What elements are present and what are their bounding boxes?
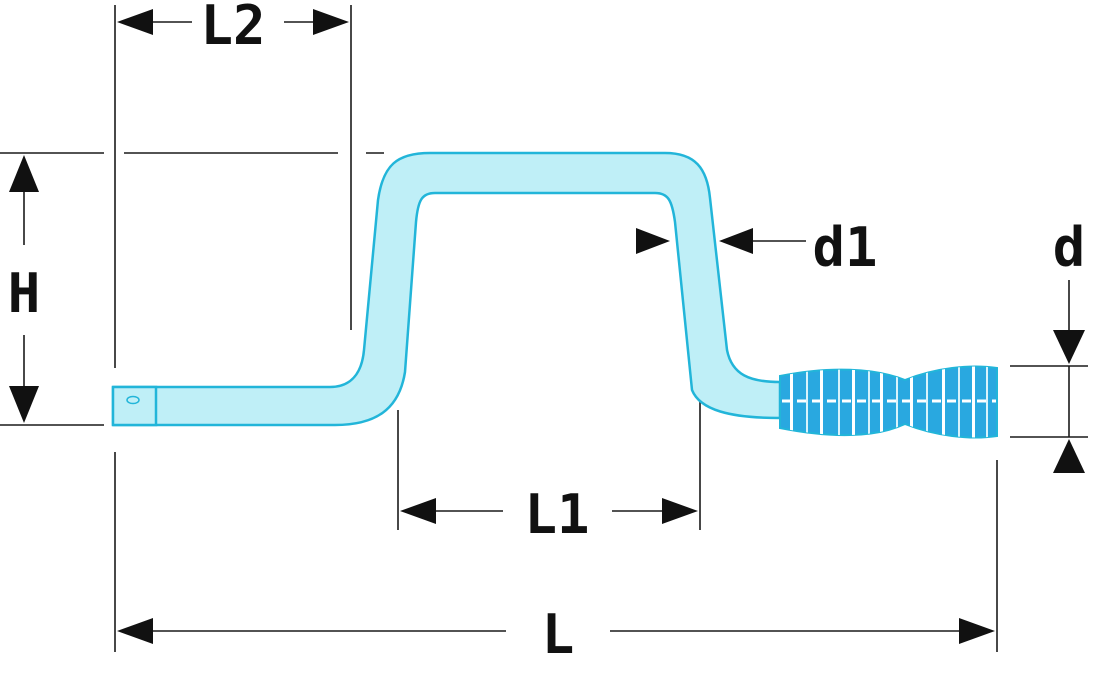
- handle-ribs: [782, 366, 996, 438]
- arrow-left-icon: [400, 498, 436, 524]
- handle-rib: [942, 366, 945, 438]
- arrow-left-icon: [719, 228, 753, 254]
- arrow-right-icon: [959, 618, 995, 644]
- arrow-up-icon: [1053, 439, 1085, 473]
- handle-rib: [868, 366, 870, 438]
- handle-rib: [986, 366, 988, 438]
- handle-rib: [806, 366, 808, 438]
- handle-rib: [910, 366, 913, 438]
- grip-handle: [779, 365, 998, 439]
- offset-crank-rod: [111, 151, 782, 427]
- dimension-d1: d1: [636, 216, 878, 279]
- handle-rib: [958, 366, 960, 438]
- arrow-right-icon: [636, 228, 670, 254]
- label-l: L: [542, 603, 575, 666]
- handle-rib: [926, 366, 928, 438]
- handle-rib: [972, 366, 975, 438]
- handle-rib: [838, 366, 840, 438]
- arrow-down-icon: [1053, 330, 1085, 364]
- dimension-l: L: [117, 603, 995, 666]
- arrow-left-icon: [117, 9, 153, 35]
- extension-lines: [0, 5, 1088, 652]
- arrow-left-icon: [117, 618, 153, 644]
- dimension-h: H: [8, 155, 41, 423]
- handle-rib: [820, 366, 823, 438]
- label-d: d: [1053, 216, 1086, 279]
- arrow-down-icon: [9, 386, 39, 423]
- label-h: H: [8, 262, 41, 325]
- handle-rib: [896, 366, 898, 438]
- detent-ball-icon: [126, 395, 140, 405]
- drive-square: [111, 385, 158, 427]
- arrow-up-icon: [9, 155, 39, 192]
- label-l2: L2: [200, 0, 265, 57]
- arrow-right-icon: [313, 9, 349, 35]
- handle-rib: [852, 366, 855, 438]
- dimension-l2: L2: [117, 0, 349, 57]
- square-drive-tip: [111, 385, 158, 427]
- label-l1: L1: [524, 483, 589, 546]
- dimension-d: d: [1053, 216, 1086, 473]
- crank-rod-body: [111, 151, 782, 427]
- arrow-right-icon: [662, 498, 698, 524]
- label-d1: d1: [812, 216, 877, 279]
- handle-rib: [880, 366, 883, 438]
- dimension-l1: L1: [400, 483, 698, 546]
- handle-rib: [790, 366, 793, 438]
